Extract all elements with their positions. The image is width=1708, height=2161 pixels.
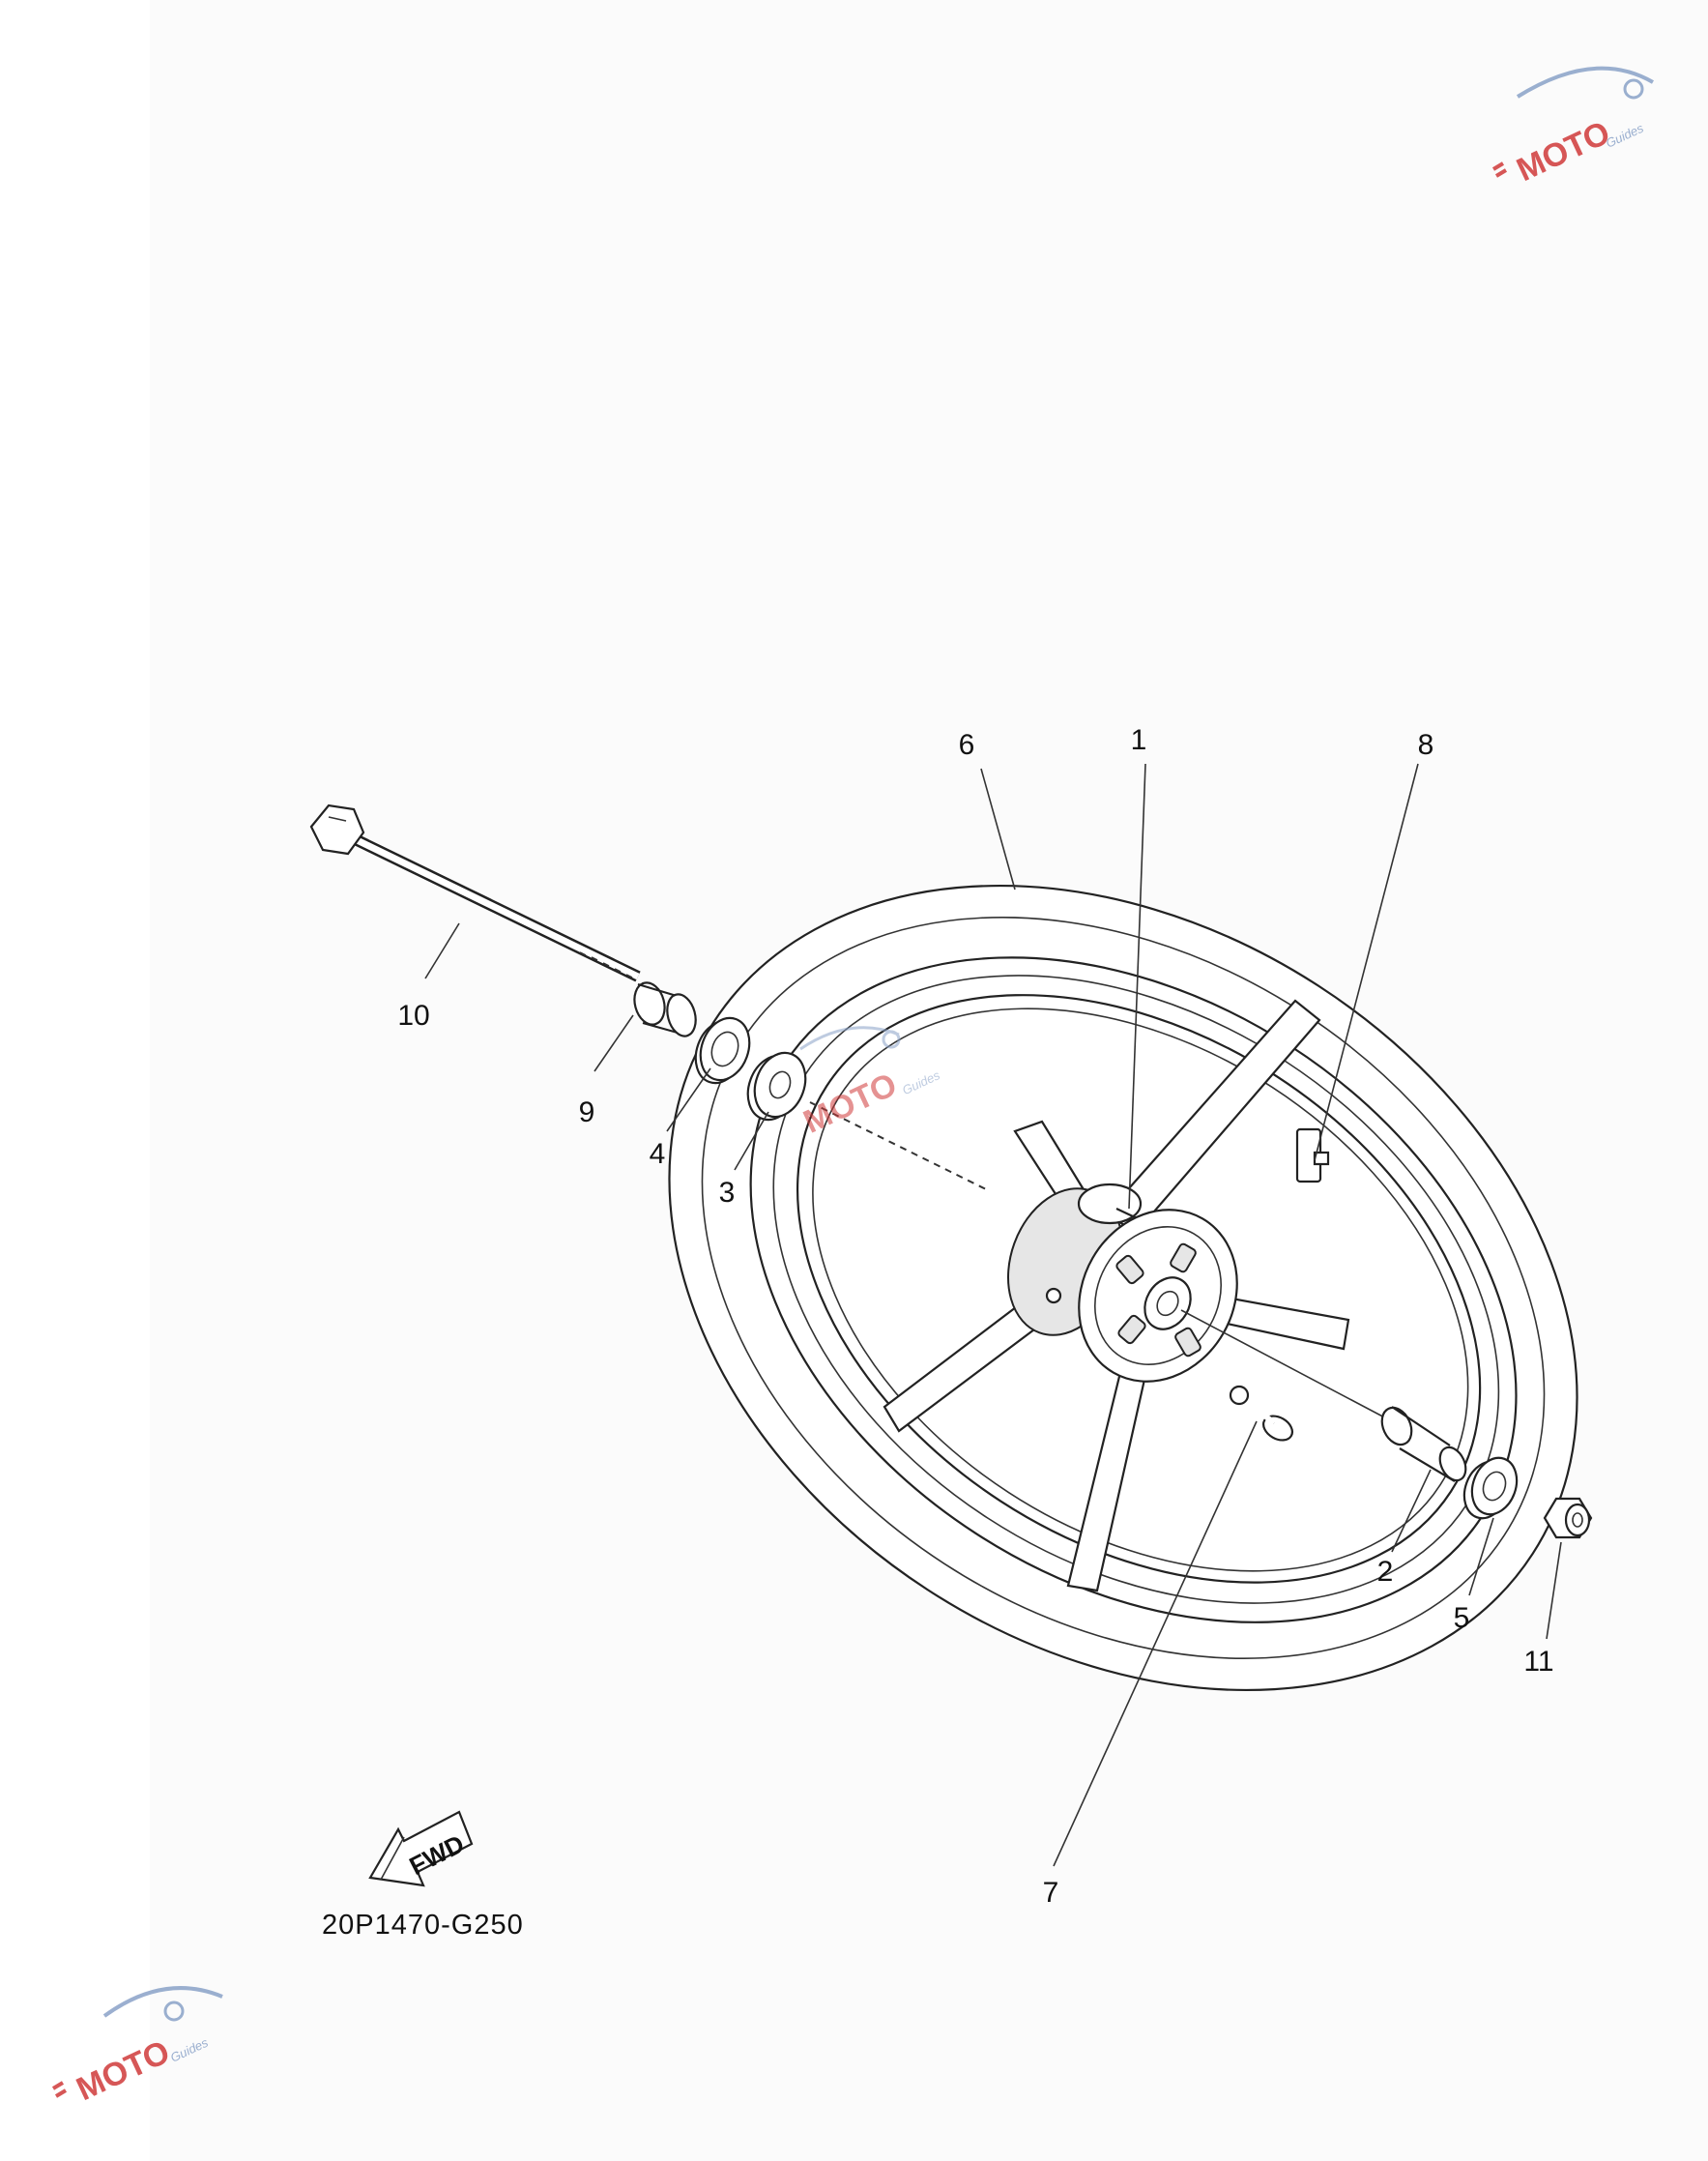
bearing-3 <box>746 1051 807 1122</box>
axle-shaft <box>309 803 641 982</box>
callout-4: 4 <box>650 1138 666 1170</box>
callout-6: 6 <box>959 729 975 761</box>
callout-10: 10 <box>397 1000 429 1032</box>
callout-3: 3 <box>719 1177 736 1209</box>
callout-7: 7 <box>1043 1877 1059 1909</box>
bearing-5 <box>1462 1456 1519 1520</box>
axis-dashed-left <box>809 1101 987 1190</box>
balance-weight <box>1295 1127 1330 1183</box>
valve-stem <box>1229 1385 1294 1442</box>
callout-numbers: 6 1 8 10 9 4 3 2 5 11 7 <box>397 724 1553 1909</box>
collar-right <box>1380 1406 1467 1482</box>
callout-5: 5 <box>1454 1602 1470 1634</box>
collar-left <box>633 981 697 1037</box>
wheel-hub <box>1007 1183 1238 1383</box>
axis-line-right <box>1180 1309 1393 1422</box>
bearing-4 <box>694 1016 751 1085</box>
axle-nut <box>1543 1497 1593 1539</box>
callout-9: 9 <box>579 1096 595 1128</box>
leader-lines <box>424 763 1562 1867</box>
front-wheel <box>668 884 1578 1692</box>
callout-11: 11 <box>1523 1646 1553 1678</box>
callout-8: 8 <box>1418 729 1434 761</box>
callout-2: 2 <box>1377 1556 1394 1588</box>
callout-1: 1 <box>1131 724 1147 756</box>
part-code: 20P1470-G250 <box>322 1910 524 1941</box>
